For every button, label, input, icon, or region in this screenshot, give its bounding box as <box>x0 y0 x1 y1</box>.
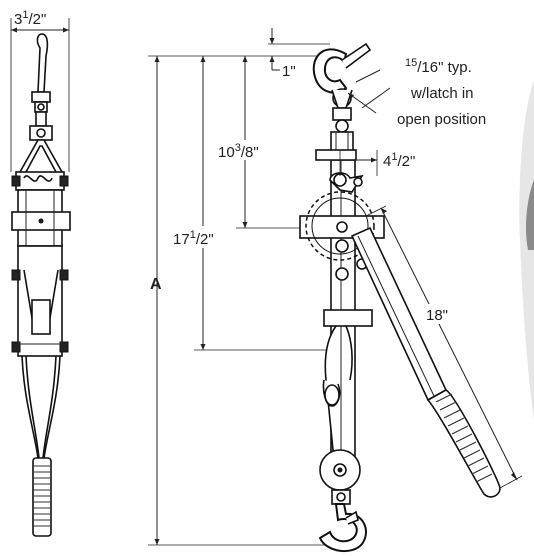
ratchet-wheel <box>305 149 375 261</box>
handle-offset-label: 41/2" <box>383 151 415 170</box>
handle-offset-dimension: 41/2" <box>320 150 415 176</box>
width-dimension: 31/2" <box>10 9 70 172</box>
pivot-height-label: 103/8" <box>218 142 259 161</box>
handle <box>350 226 501 498</box>
top-offset-label: 1" <box>282 63 296 80</box>
front-view: 31/2" <box>10 9 71 537</box>
latch-opening-dimension: 15/16" typ. w/latch in open position <box>347 57 486 128</box>
width-label: 31/2" <box>14 9 46 28</box>
bottom-hook <box>318 503 367 553</box>
latch-line3: open position <box>397 111 486 128</box>
pivot-overall-dimension: 171/2" <box>173 56 330 351</box>
overall-label: A <box>150 276 162 293</box>
top-hook <box>312 42 372 161</box>
cable-loop <box>322 325 353 461</box>
latch-line2: w/latch in <box>410 85 474 102</box>
top-offset-dimension: 1" <box>268 28 330 80</box>
handle-length-label: 18" <box>426 307 448 324</box>
pivot-overall-label: 171/2" <box>173 229 214 248</box>
pivot-height-dimension: 103/8" <box>218 56 330 229</box>
overall-dimension: A <box>148 55 330 546</box>
lower-sheave <box>319 449 361 505</box>
handle-length-dimension: 18" <box>365 205 523 489</box>
side-view: A 171/2" 103/8" <box>148 28 523 553</box>
latch-opening-label: 15/16" typ. <box>405 57 472 76</box>
background-object <box>519 80 534 420</box>
